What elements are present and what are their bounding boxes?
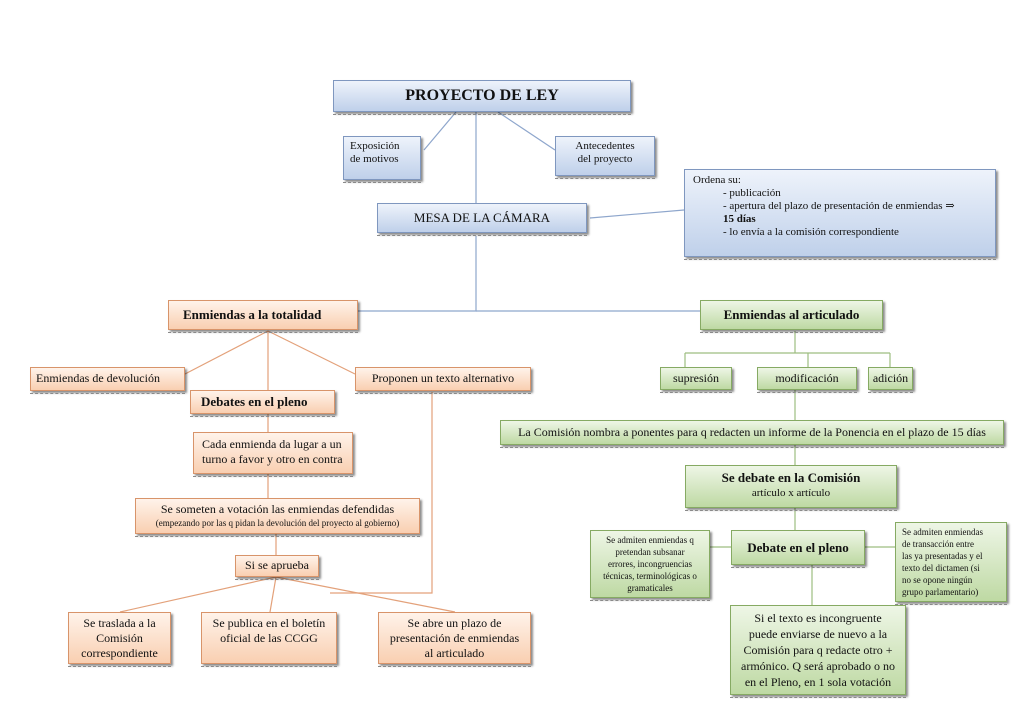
- connector-mesa-totalidad: [358, 236, 477, 312]
- debate-en-el-pleno-box: Debate en el pleno: [731, 530, 865, 568]
- admiten-left-line-5: gramaticales: [627, 583, 673, 593]
- connector-aprueba-publica: [269, 576, 277, 613]
- connector-alternativo-plazo: [330, 392, 433, 594]
- admiten-right-line-2: de transacción entre: [902, 539, 974, 549]
- publica-line-2: oficial de las CCGG: [220, 631, 318, 645]
- admiten-enmiendas-subsanar-box: Se admiten enmiendas q pretendan subsana…: [590, 530, 710, 601]
- antecedentes-box: Antecedentes del proyecto: [555, 136, 655, 179]
- publica-boletin-box: Se publica en el boletín oficial de las …: [201, 612, 337, 667]
- texto-alternativo-box: Proponen un texto alternativo: [355, 367, 531, 394]
- incongruente-line-4: armónico. Q será aprobado o no: [741, 659, 895, 673]
- mesa-de-la-camara-box: MESA DE LA CÁMARA: [377, 203, 587, 236]
- ordena-item-envia: - lo envía a la comisión correspondiente: [723, 226, 899, 238]
- proyecto-de-ley-title: PROYECTO DE LEY: [333, 80, 631, 115]
- incongruente-line-1: Si el texto es incongruente: [754, 611, 882, 625]
- admiten-right-line-6: grupo parlamentario): [902, 587, 979, 597]
- cada-enmienda-box: Cada enmienda da lugar a un turno a favo…: [193, 432, 353, 477]
- admiten-left-line-4: técnicas, terminológicas o: [603, 571, 697, 581]
- exposicion-de-motivos-box: Exposición de motivos: [343, 136, 421, 183]
- enmiendas-devolucion-box: Enmiendas de devolución: [30, 367, 185, 394]
- votacion-line-2: (empezando por las q pidan la devolución…: [155, 518, 400, 528]
- exposicion-line-1: Exposición: [350, 140, 400, 152]
- traslada-line-2: Comisión: [96, 631, 143, 645]
- admiten-right-line-3: las ya presentadas y el: [902, 551, 983, 561]
- connector-totalidad-devolucion: [184, 330, 269, 375]
- ordena-box: Ordena su: - publicación - apertura del …: [684, 169, 996, 260]
- votacion-line-1: Se someten a votación las enmiendas defe…: [160, 502, 395, 516]
- cada-line-2: turno a favor y otro en contra: [202, 452, 343, 466]
- admiten-left-line-1: Se admiten enmiendas q: [606, 535, 694, 545]
- texto-incongruente-box: Si el texto es incongruente puede enviar…: [730, 605, 906, 698]
- admiten-enmiendas-transaccion-box: Se admiten enmiendas de transacción entr…: [895, 522, 1007, 605]
- connector-title-antecedentes: [497, 111, 556, 151]
- enmiendas-articulado-header: Enmiendas al articulado: [700, 300, 883, 333]
- plazo-articulado-box: Se abre un plazo de presentación de enmi…: [378, 612, 531, 667]
- traslada-comision-box: Se traslada a la Comisión correspondient…: [68, 612, 171, 667]
- ordena-item-15-dias: 15 días: [723, 213, 756, 225]
- debates-pleno-box: Debates en el pleno: [190, 390, 335, 417]
- connector-aprueba-plazo: [275, 576, 456, 613]
- incongruente-line-3: Comisión para q redacte otro +: [743, 643, 893, 657]
- plazo-line-2: presentación de enmiendas: [389, 631, 520, 645]
- admiten-left-line-3: errores, incongruencias: [608, 559, 692, 569]
- admiten-right-line-1: Se admiten enmiendas: [902, 527, 983, 537]
- incongruente-line-5: en el Pleno, en 1 sola votación: [744, 675, 892, 689]
- supresion-box: supresión: [660, 367, 732, 393]
- connector-mesa-ordena: [589, 209, 685, 219]
- articulo-x-articulo: artículo x artículo: [751, 487, 831, 499]
- ordena-item-plazo: - apertura del plazo de presentación de …: [723, 200, 955, 212]
- enmiendas-totalidad-header: Enmiendas a la totalidad: [168, 300, 358, 333]
- admiten-left-line-2: pretendan subsanar: [615, 547, 685, 557]
- connector-aprueba-traslada: [119, 576, 277, 613]
- admiten-right-line-5: no se opone ningún: [902, 575, 973, 585]
- publica-line-1: Se publica en el boletín: [212, 616, 326, 630]
- incongruente-line-2: puede enviarse de nuevo a la: [748, 627, 888, 641]
- traslada-line-3: correspondiente: [81, 646, 158, 660]
- comision-nombra-box: La Comisión nombra a ponentes para q red…: [500, 420, 1004, 448]
- debate-comision-box: Se debate en la Comisión artículo x artí…: [685, 465, 897, 511]
- debate-comision-title: Se debate en la Comisión: [721, 470, 861, 485]
- ordena-intro: Ordena su:: [693, 174, 741, 186]
- antecedentes-line-2: del proyecto: [577, 153, 633, 165]
- ordena-item-publicacion: - publicación: [723, 187, 781, 199]
- plazo-line-1: Se abre un plazo de: [407, 616, 502, 630]
- adicion-box: adición: [868, 367, 913, 393]
- traslada-line-1: Se traslada a la: [83, 616, 156, 630]
- plazo-line-3: al articulado: [424, 646, 485, 660]
- votacion-box: Se someten a votación las enmiendas defe…: [135, 498, 420, 537]
- antecedentes-line-1: Antecedentes: [575, 140, 635, 152]
- si-se-aprueba-box: Si se aprueba: [235, 555, 319, 580]
- modificacion-box: modificación: [757, 367, 857, 393]
- cada-line-1: Cada enmienda da lugar a un: [202, 437, 342, 451]
- connector-title-exposicion: [423, 111, 457, 151]
- exposicion-line-2: de motivos: [350, 153, 399, 165]
- connector-totalidad-alternativo: [267, 330, 356, 375]
- admiten-right-line-4: texto del dictamen (si: [902, 563, 980, 573]
